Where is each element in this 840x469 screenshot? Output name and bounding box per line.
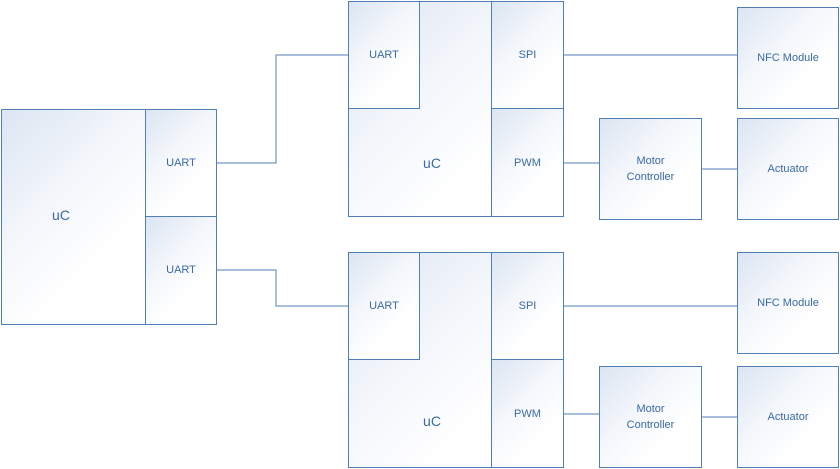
master-uc-block <box>1 109 147 325</box>
node2-uc-label: uC <box>423 413 441 429</box>
node2-uart-label: UART <box>369 300 399 312</box>
node2-pwm-block <box>491 359 564 468</box>
node1-pwm-label: PWM <box>514 157 541 169</box>
link-master-uart-bottom-to-node2 <box>216 269 348 307</box>
master-uart-top-block <box>145 109 217 217</box>
node1-uart-label: UART <box>369 49 399 61</box>
node2-nfc-label: NFC Module <box>757 297 819 309</box>
node2-uart-block <box>348 252 420 360</box>
node1-actuator-block <box>737 118 839 220</box>
node1-spi-label: SPI <box>518 49 537 61</box>
node1-motor-controller-block <box>599 118 702 220</box>
node1-motor-label-line2: Controller <box>626 171 675 183</box>
node1-motor-label-line1: Motor <box>636 155 665 167</box>
master-uart-top-label: UART <box>166 157 196 169</box>
node2-spi-label: SPI <box>518 300 537 312</box>
master-uc-label: uC <box>52 207 70 223</box>
node2-actuator-block <box>737 366 839 468</box>
node2-motor-label-line2: Controller <box>626 419 675 431</box>
link-master-uart-top-to-node1 <box>216 54 348 164</box>
master-uart-bottom-block <box>145 216 217 325</box>
node2-motor-label-line1: Motor <box>636 403 665 415</box>
node1-actuator-label: Actuator <box>767 163 809 175</box>
node1-uart-block <box>348 1 420 109</box>
node2-pwm-label: PWM <box>514 408 541 420</box>
master-uart-bottom-label: UART <box>166 264 196 276</box>
node1-nfc-module-block <box>737 7 839 109</box>
node1-pwm-block <box>491 108 564 217</box>
node1-nfc-label: NFC Module <box>757 52 819 64</box>
node2-motor-controller-block <box>599 366 702 468</box>
node2-spi-block <box>491 252 564 360</box>
node1-uc-label: uC <box>423 155 441 171</box>
node2-nfc-module-block <box>737 252 839 354</box>
node2-actuator-label: Actuator <box>767 411 809 423</box>
